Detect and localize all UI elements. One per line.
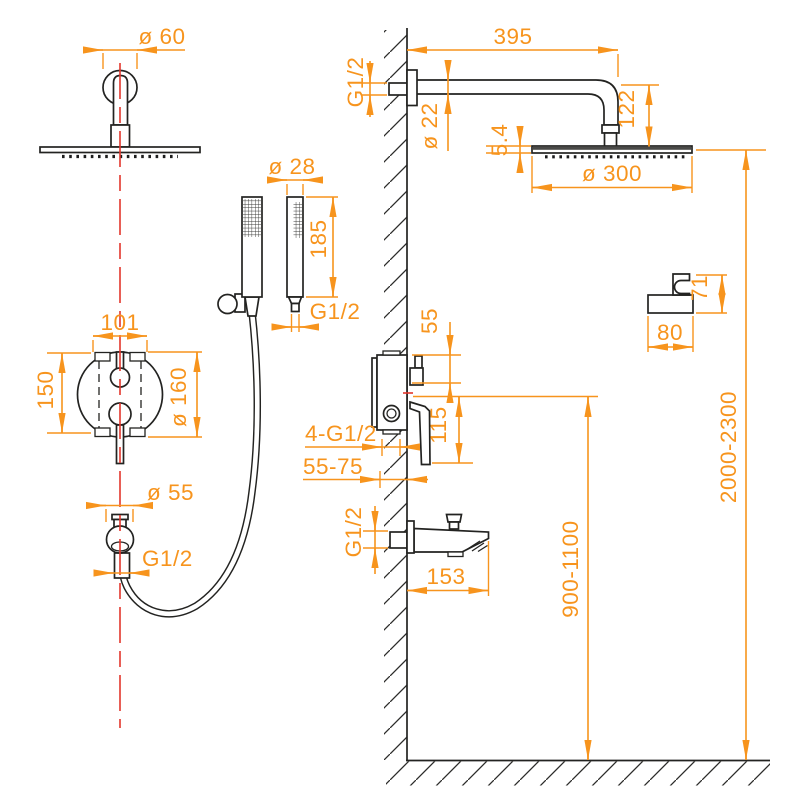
label-ceiling-head-diameter: ø 60 bbox=[138, 24, 185, 49]
label-valve-port-offset: 55 bbox=[417, 308, 442, 334]
dim-valve-connections: 4-G1/2 bbox=[305, 421, 420, 456]
arm-drop-tube bbox=[603, 132, 618, 148]
dim-spout-length: 153 bbox=[407, 541, 490, 596]
dim-valve-port-offset: 55 bbox=[412, 308, 461, 403]
holder-body bbox=[647, 294, 694, 314]
hand-shower-grip-left bbox=[243, 199, 261, 237]
valve-outlet-hole bbox=[386, 408, 397, 419]
outlet-hose-tube bbox=[113, 552, 131, 579]
holder-knob bbox=[217, 293, 238, 315]
spout-diverter-stem bbox=[448, 521, 460, 530]
valve-port-stem bbox=[414, 355, 423, 369]
spout-wall-nipple bbox=[389, 531, 408, 549]
dim-holder-height: 71 bbox=[687, 274, 727, 314]
dim-valve-lever-length: 115 bbox=[426, 397, 473, 464]
label-head-drop: 122 bbox=[614, 89, 639, 128]
dim-head-diameter: ø 300 bbox=[531, 156, 693, 193]
floor bbox=[386, 759, 770, 786]
arm-tube bbox=[412, 79, 619, 126]
label-mixer-height: 150 bbox=[33, 370, 58, 409]
arm-wall-nipple bbox=[388, 82, 408, 96]
label-outlet-thread: G1/2 bbox=[142, 546, 193, 571]
hand-shower-dimension-view bbox=[286, 196, 304, 313]
dim-arm-wall-thread: G1/2 bbox=[343, 57, 387, 117]
label-outlet-diameter: ø 55 bbox=[147, 480, 194, 505]
dim-valve-mount-depth: 55-75 bbox=[303, 454, 428, 488]
dim-head-drop: 122 bbox=[614, 84, 659, 147]
spout-body bbox=[413, 527, 490, 553]
label-hand-shower-length: 185 bbox=[306, 219, 331, 258]
dim-mixer-plate-diameter: ø 160 bbox=[148, 351, 202, 438]
label-mixer-width: 101 bbox=[100, 310, 139, 335]
label-hand-shower-thread: G1/2 bbox=[310, 299, 361, 324]
mixer-ear-bottom-left bbox=[94, 427, 111, 438]
label-spout-length: 153 bbox=[426, 564, 465, 589]
tub-spout bbox=[389, 513, 490, 558]
mixer-ear-top-left bbox=[94, 351, 111, 362]
label-arm-diameter: ø 22 bbox=[417, 102, 442, 149]
dim-hand-shower-thread: G1/2 bbox=[271, 299, 361, 332]
label-head-diameter: ø 300 bbox=[582, 161, 642, 186]
label-valve-connections: 4-G1/2 bbox=[305, 421, 377, 446]
hand-shower-grip bbox=[293, 202, 302, 238]
dim-arm-diameter: ø 22 bbox=[417, 60, 452, 151]
dim-hand-shower-diameter: ø 28 bbox=[267, 154, 323, 195]
dim-spout-height-range: 900-1100 bbox=[413, 395, 598, 760]
valve-tab-top bbox=[382, 350, 401, 356]
spout-diverter-cap bbox=[445, 513, 463, 523]
label-spout-height-range: 900-1100 bbox=[558, 520, 583, 617]
dim-head-height-range: 2000-2300 bbox=[696, 149, 766, 760]
spout-bottom-tab bbox=[447, 551, 464, 558]
hose-inner bbox=[120, 311, 260, 616]
label-head-thickness: 5.4 bbox=[487, 124, 512, 157]
dim-head-thickness: 5.4 bbox=[486, 124, 531, 173]
valve-port-knob bbox=[409, 367, 424, 386]
spout-tip-hatch bbox=[465, 540, 488, 553]
label-arm-wall-thread: G1/2 bbox=[343, 57, 368, 108]
dim-mixer-width: 101 bbox=[92, 310, 148, 352]
label-valve-lever-length: 115 bbox=[426, 406, 451, 443]
holder-hook bbox=[672, 273, 691, 296]
valve-outlet-ring bbox=[382, 404, 401, 423]
dim-arm-length: 395 bbox=[407, 24, 619, 77]
label-hand-shower-diameter: ø 28 bbox=[268, 154, 315, 179]
rain-head-top-strip bbox=[533, 146, 691, 150]
valve-lever bbox=[409, 400, 431, 466]
dim-spout-thread: G1/2 bbox=[341, 506, 388, 574]
label-spout-thread: G1/2 bbox=[341, 507, 366, 558]
label-arm-length: 395 bbox=[493, 24, 532, 49]
shower-hose bbox=[118, 311, 261, 618]
label-head-height-range: 2000-2300 bbox=[716, 391, 741, 503]
dim-ceiling-head-diameter: ø 60 bbox=[83, 24, 185, 69]
dim-hand-shower-length: 185 bbox=[306, 196, 338, 298]
label-holder-height: 71 bbox=[687, 275, 712, 301]
hand-shower-cone bbox=[287, 296, 303, 305]
spout-wall-flange bbox=[406, 520, 415, 554]
arm-wall-flange bbox=[406, 69, 418, 107]
dim-holder-width: 80 bbox=[647, 316, 694, 352]
hand-shower-fitting bbox=[244, 296, 260, 317]
centerlines bbox=[119, 63, 413, 728]
rain-shower-head bbox=[531, 145, 693, 159]
hand-shower-in-holder bbox=[217, 196, 263, 317]
valve-tab-bottom bbox=[382, 429, 401, 435]
dim-mixer-height: 150 bbox=[33, 352, 91, 434]
dim-outlet-diameter: ø 55 bbox=[86, 480, 194, 522]
shower-holder-bracket bbox=[647, 273, 694, 314]
mixer-ear-top-right bbox=[129, 351, 146, 362]
concealed-valve-side bbox=[371, 350, 431, 466]
label-valve-mount-depth: 55-75 bbox=[303, 454, 363, 479]
dim-outlet-thread: G1/2 bbox=[93, 546, 193, 577]
hand-shower-thread-tube bbox=[290, 302, 300, 313]
shower-arm bbox=[388, 69, 620, 148]
mixer-ear-bottom-right bbox=[129, 427, 146, 438]
label-holder-width: 80 bbox=[657, 320, 683, 345]
label-mixer-plate-diameter: ø 160 bbox=[166, 367, 191, 427]
floor-hatch bbox=[386, 761, 770, 786]
